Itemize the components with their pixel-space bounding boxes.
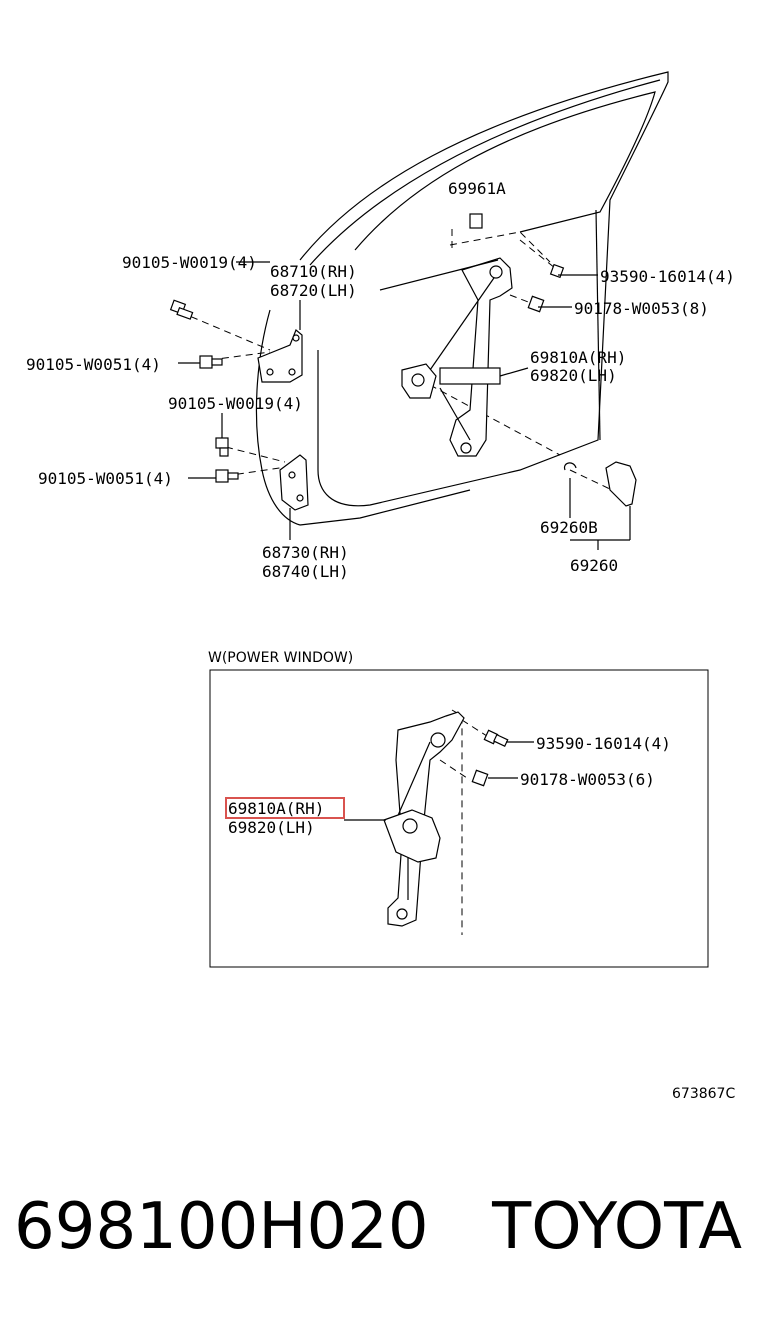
- label-69961A: 69961A: [448, 179, 506, 198]
- label-90178-inset: 90178-W0053(6): [520, 770, 655, 789]
- label-69820-top: 69820(LH): [530, 366, 617, 385]
- drawing-code: 673867C: [672, 1086, 736, 1102]
- leader-lines-inset: [344, 741, 534, 821]
- label-90105-W0019-top: 90105-W0019(4): [122, 253, 257, 272]
- label-68730: 68730(RH): [262, 543, 349, 562]
- label-69260B: 69260B: [540, 518, 598, 537]
- inset-labels: 93590-16014(4) 90178-W0053(6) 69810A(RH)…: [228, 734, 671, 837]
- regulator-inset: [383, 709, 509, 935]
- leader-lines-upper: [178, 259, 631, 550]
- door-handle: [563, 461, 637, 507]
- inset-title: W(POWER WINDOW): [208, 650, 353, 666]
- label-93590-top: 93590-16014(4): [600, 267, 735, 286]
- label-90105-W0051-top: 90105-W0051(4): [26, 355, 161, 374]
- label-90178-top: 90178-W0053(8): [574, 299, 709, 318]
- part-number: 698100H020: [14, 1190, 429, 1264]
- label-69820-inset: 69820(LH): [228, 818, 315, 837]
- footer: 698100H020 TOYOTA: [0, 1190, 760, 1280]
- inset-frame: [209, 669, 709, 968]
- bolt-icons-upper: [169, 213, 565, 483]
- upper-hinge: [257, 329, 303, 383]
- label-90105-W0051-bottom: 90105-W0051(4): [38, 469, 173, 488]
- label-68720: 68720(LH): [270, 281, 357, 300]
- label-90105-W0019-bottom: 90105-W0019(4): [168, 394, 303, 413]
- lower-hinge: [279, 454, 309, 511]
- label-69810A-inset: 69810A(RH): [228, 799, 324, 818]
- label-69260: 69260: [570, 556, 618, 575]
- upper-labels: 69961A 90105-W0019(4) 68710(RH) 68720(LH…: [26, 179, 735, 581]
- highlight-box: [225, 797, 345, 819]
- brand-name: TOYOTA: [492, 1190, 742, 1264]
- label-68710: 68710(RH): [270, 262, 357, 281]
- label-68740: 68740(LH): [262, 562, 349, 581]
- label-69810A-top: 69810A(RH): [530, 348, 626, 367]
- regulator-upper: [401, 257, 513, 457]
- door-outline: [255, 71, 669, 526]
- label-93590-inset: 93590-16014(4): [536, 734, 671, 753]
